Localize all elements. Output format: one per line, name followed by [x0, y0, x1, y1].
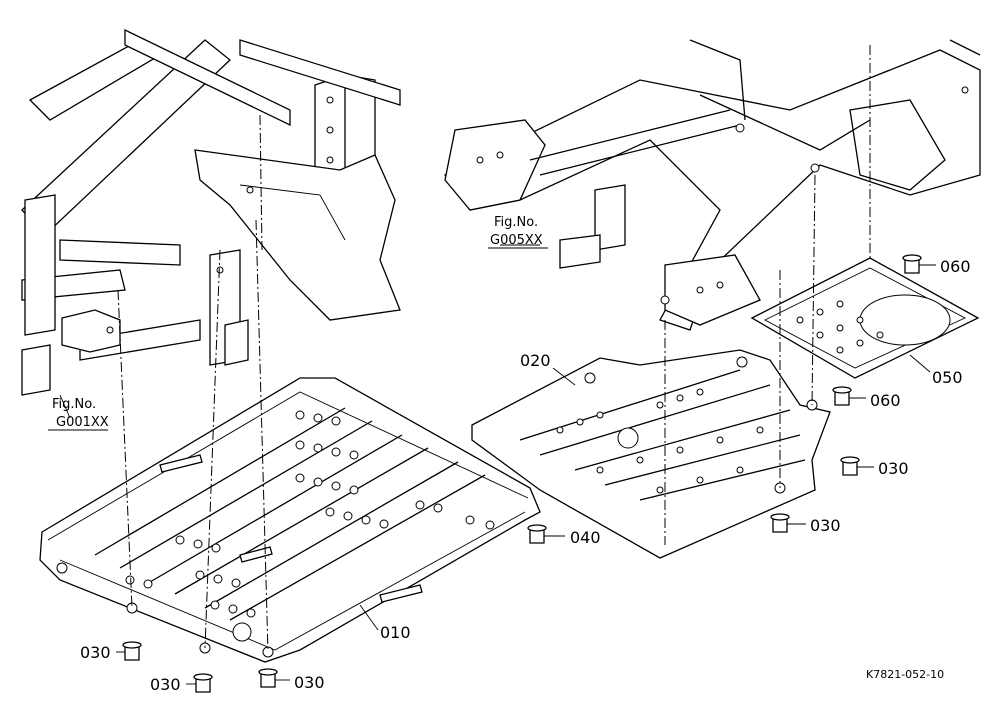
drawing-code: K7821-052-10 [866, 668, 944, 681]
fig-ref-code: G005XX [490, 233, 543, 248]
panel-010-holes [125, 410, 495, 618]
left-frame-assembly [21, 28, 401, 396]
leader-lines [59, 244, 936, 685]
fasteners [122, 254, 922, 693]
bolt-030-a [122, 641, 142, 661]
bolt-030-b [193, 673, 213, 693]
plate-050 [750, 257, 980, 379]
bolt-030-d [840, 456, 860, 476]
callout-030-e: 030 [810, 516, 841, 535]
alignment-lines [117, 45, 871, 653]
fig-ref-label: Fig.No. [494, 215, 538, 230]
bolt-030-e [770, 513, 790, 533]
bolt-030-c [258, 668, 278, 688]
right-frame-assembly [444, 39, 981, 331]
callout-050: 050 [932, 368, 963, 387]
callout-020: 020 [520, 351, 551, 370]
figure-ref-g001xx: Fig.No. G001XX [48, 397, 109, 431]
bolt-040 [527, 524, 547, 544]
fig-ref-label: Fig.No. [52, 397, 96, 412]
callout-030-c: 030 [294, 673, 325, 692]
callout-010: 010 [380, 623, 411, 642]
callout-030-a: 030 [80, 643, 111, 662]
callout-060-a: 060 [940, 257, 971, 276]
floor-panel-020 [471, 349, 831, 559]
callout-030-d: 030 [878, 459, 909, 478]
callout-060-b: 060 [870, 391, 901, 410]
fig-ref-code: G001XX [56, 415, 109, 430]
bolt-060-b [832, 386, 852, 406]
callout-030-b: 030 [150, 675, 181, 694]
floor-panel-010 [39, 377, 541, 663]
callouts: 010 020 030 030 030 030 030 040 050 060 … [80, 257, 971, 694]
figure-ref-g005xx: Fig.No. G005XX [488, 215, 548, 249]
bolt-060-a [902, 254, 922, 274]
callout-040: 040 [570, 528, 601, 547]
